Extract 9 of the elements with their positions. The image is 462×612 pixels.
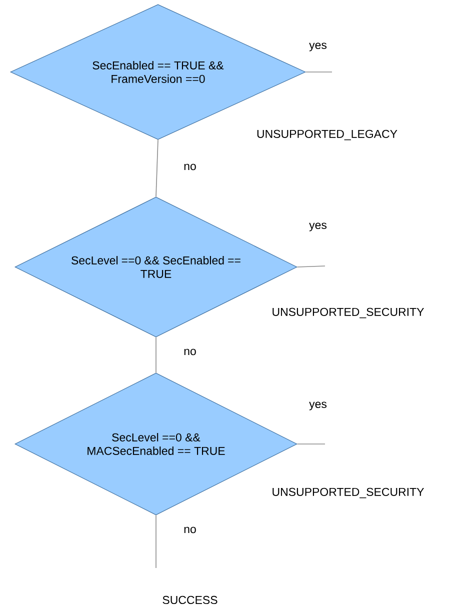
outcome-label: SUCCESS [162,596,218,604]
edge-label: no [182,526,198,534]
edge-label: no [182,162,198,172]
edge-label: no [182,348,198,356]
edge-label: yes [308,222,328,232]
connector-line [156,139,158,198]
edge-label: yes [308,42,328,52]
edge-label: yes [308,400,328,412]
connector-line [296,266,326,268]
